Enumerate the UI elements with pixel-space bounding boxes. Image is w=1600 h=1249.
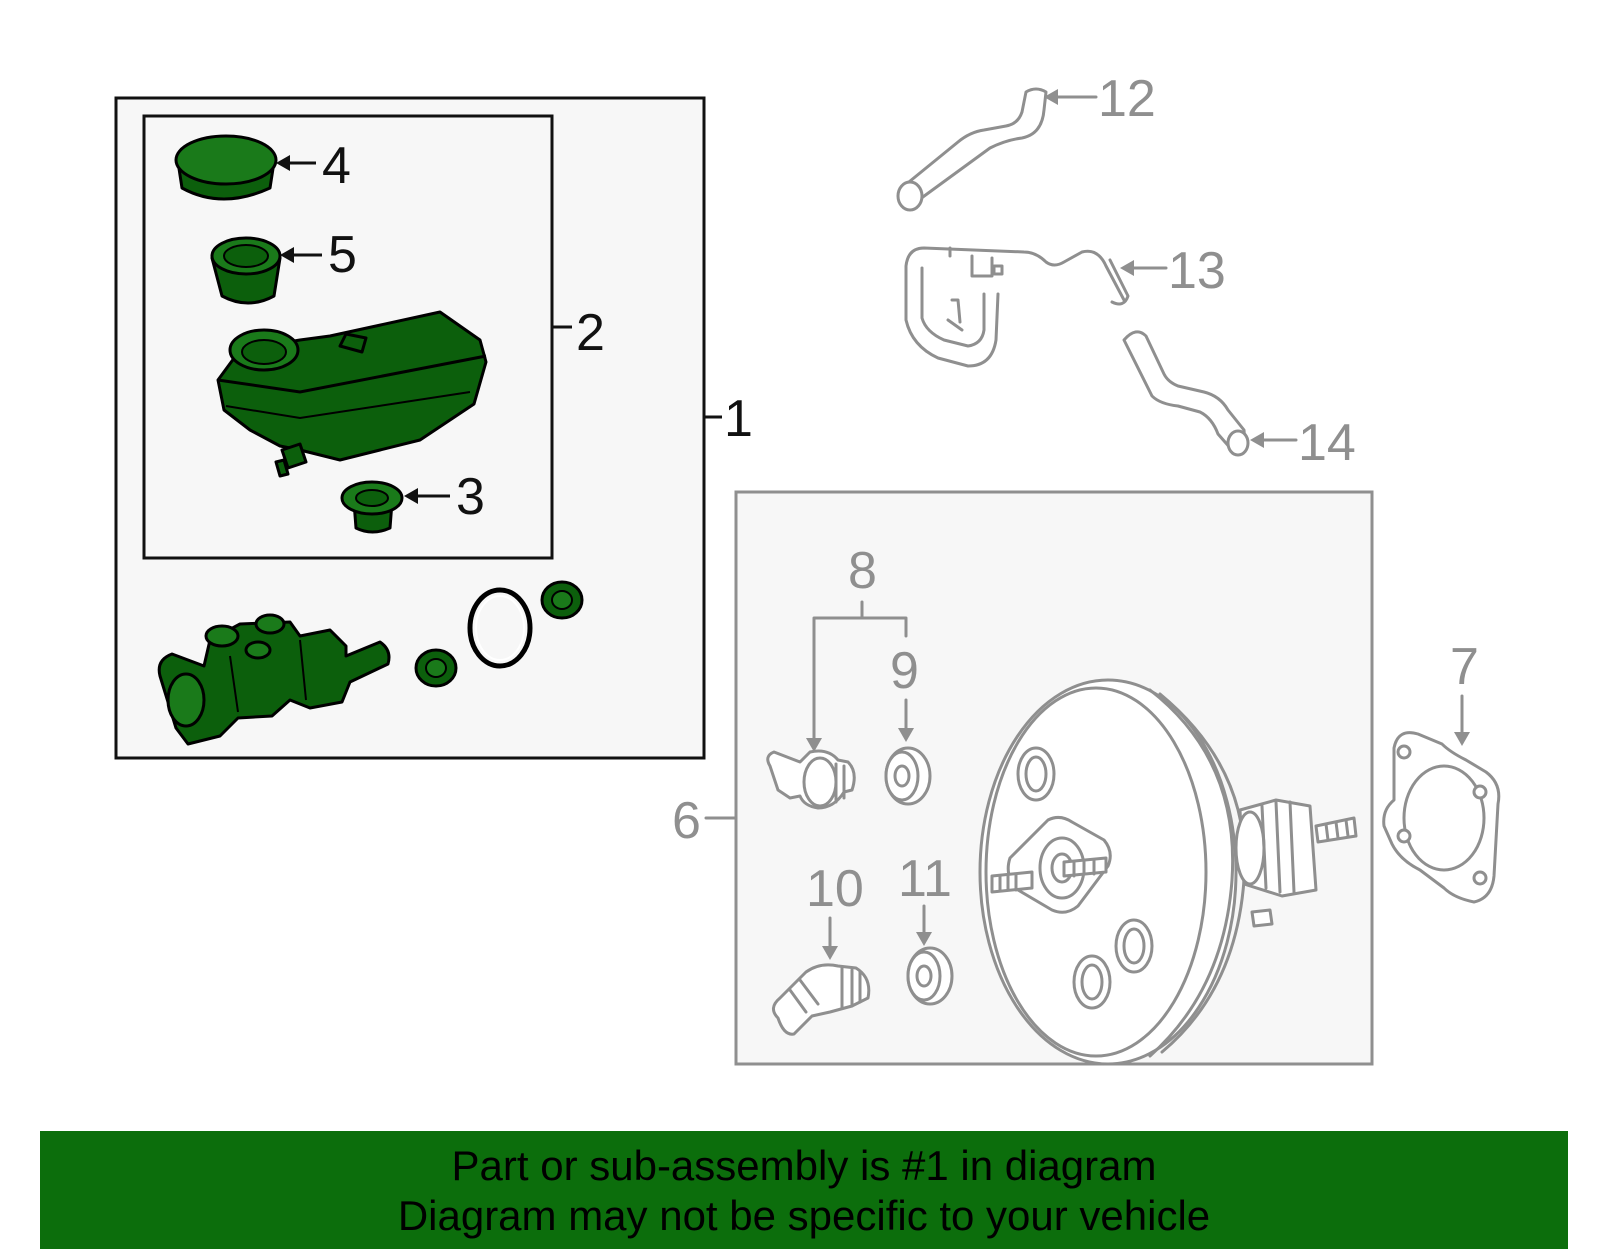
booster-gasket-7 — [1382, 731, 1501, 904]
callout-2: 2 — [576, 304, 605, 362]
master-cylinder-o-ring — [467, 587, 533, 669]
banner-line-2: Diagram may not be specific to your vehi… — [397, 1192, 1211, 1239]
callout-13: 13 — [1168, 242, 1226, 300]
master-cylinder-nut-2 — [540, 580, 584, 620]
check-valve-10 — [772, 963, 871, 1036]
assembly-1-group: 1 2 4 5 — [114, 96, 753, 760]
callout-10: 10 — [806, 860, 864, 918]
brake-fluid-reservoir — [216, 310, 488, 478]
booster-assembly-6-group: 6 8 9 10 11 — [672, 490, 1374, 1066]
reservoir-grommet — [340, 480, 404, 534]
info-banner: Part or sub-assembly is #1 in diagram Di… — [40, 1131, 1568, 1249]
hose-14 — [1122, 330, 1250, 457]
callout-11: 11 — [898, 850, 952, 908]
reservoir-cap — [174, 134, 278, 201]
callout-14: 14 — [1298, 414, 1356, 472]
callout-9: 9 — [890, 642, 919, 700]
hose-12 — [896, 87, 1048, 212]
check-valve-8 — [766, 749, 856, 810]
grommet-11 — [906, 946, 954, 1006]
callout-8: 8 — [848, 542, 877, 600]
master-cylinder-nut — [414, 648, 458, 688]
callout-4: 4 — [322, 137, 351, 195]
hose-13-bracket — [904, 246, 1130, 368]
brake-booster — [978, 678, 1358, 1066]
grommet-9 — [884, 746, 932, 806]
callout-5: 5 — [328, 226, 357, 284]
callout-1: 1 — [724, 390, 753, 448]
callout-3: 3 — [456, 468, 485, 526]
callout-12: 12 — [1098, 70, 1156, 128]
banner-line-1: Part or sub-assembly is #1 in diagram — [451, 1142, 1157, 1189]
master-cylinder-body — [157, 613, 391, 746]
callout-7: 7 — [1450, 638, 1479, 696]
callout-6: 6 — [672, 792, 701, 850]
reservoir-strainer — [210, 236, 282, 305]
